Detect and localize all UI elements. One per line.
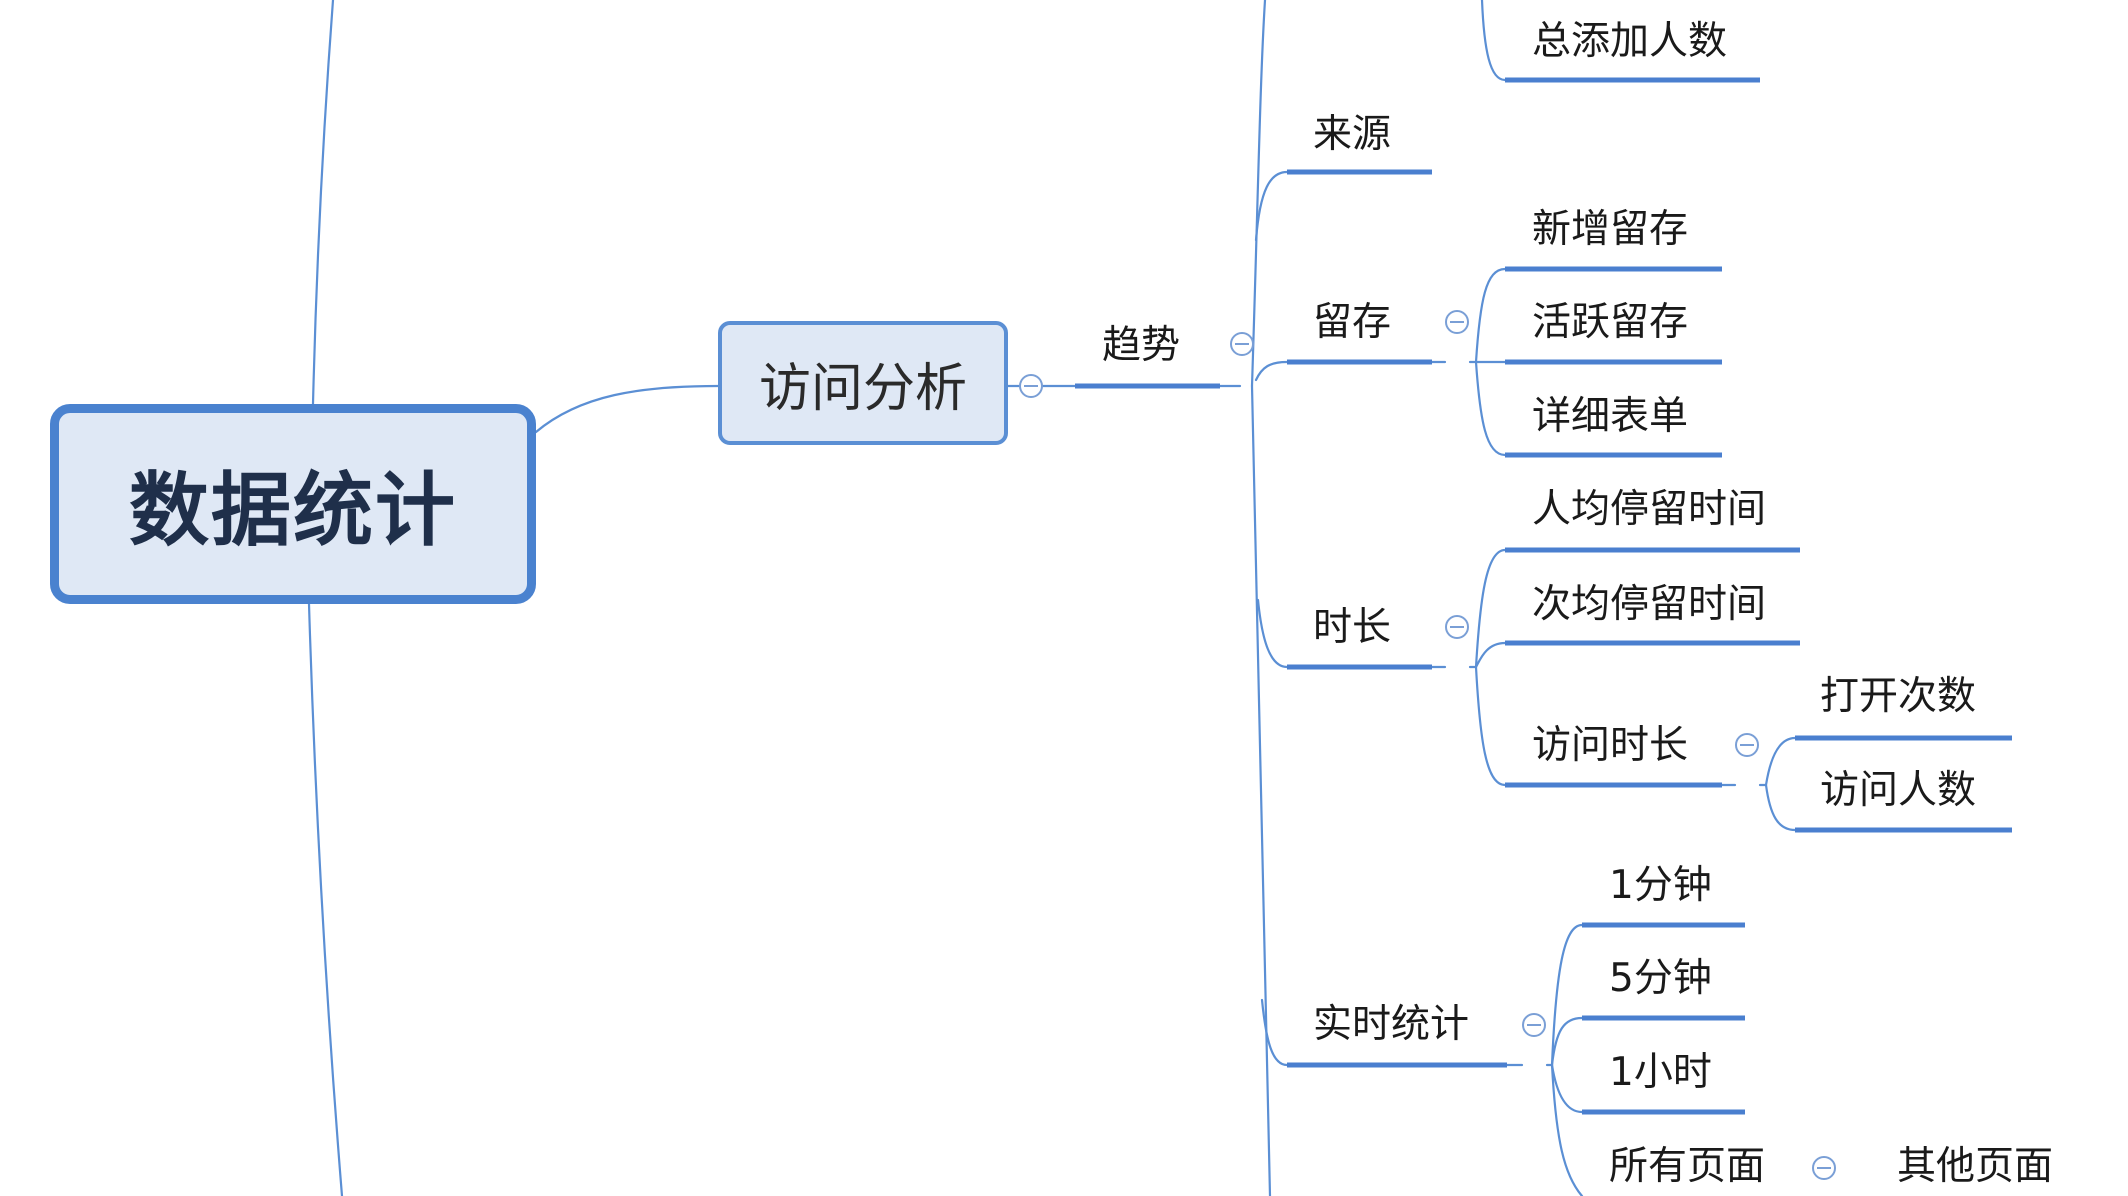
conn-realtime [1260, 998, 1289, 1067]
conn-retention [1254, 360, 1289, 382]
conn-realtime-5min [1550, 1016, 1584, 1067]
node-realtime-5min[interactable]: 5分钟 [1609, 956, 1712, 1001]
root-topic[interactable]: 数据统计 [50, 404, 536, 604]
node-realtime-1hour[interactable]: 1小时 [1609, 1050, 1712, 1095]
collapse-toggle-trend[interactable] [1230, 332, 1254, 356]
node-source[interactable]: 来源 [1313, 112, 1392, 157]
conn-retention-detail [1474, 360, 1507, 457]
node-visit-people[interactable]: 访问人数 [1820, 768, 1977, 813]
node-avg-stay-per-visit[interactable]: 次均停留时间 [1532, 582, 1767, 627]
conn-duration-avg-visit [1474, 641, 1507, 669]
collapse-toggle-main[interactable] [1019, 374, 1043, 398]
branch-trend[interactable]: 趋势 [1102, 323, 1181, 368]
conn-realtime-1min [1550, 923, 1584, 1067]
conn-retention-new [1474, 267, 1507, 364]
conn-realtime-1hour [1550, 1063, 1584, 1114]
conn-duration-visit [1474, 665, 1507, 787]
conn-duration [1256, 598, 1289, 669]
main-topic-visit-analysis[interactable]: 访问分析 [718, 321, 1008, 445]
conn-realtime-allpages [1550, 1063, 1584, 1196]
root-topic-label: 数据统计 [129, 464, 457, 557]
conn-total-added [1480, 0, 1507, 82]
conn-visit-people [1764, 783, 1797, 832]
root-spine-down [307, 602, 344, 1196]
collapse-toggle-all-pages[interactable] [1812, 1156, 1836, 1180]
collapse-toggle-visit-duration[interactable] [1735, 733, 1759, 757]
node-realtime-1min[interactable]: 1分钟 [1609, 863, 1712, 908]
trend-spine-lower [1250, 384, 1272, 1196]
node-retention-new[interactable]: 新增留存 [1532, 207, 1689, 252]
node-open-count[interactable]: 打开次数 [1820, 674, 1977, 719]
node-duration[interactable]: 时长 [1313, 605, 1392, 650]
node-visit-duration[interactable]: 访问时长 [1532, 723, 1689, 768]
collapse-toggle-retention[interactable] [1445, 310, 1469, 334]
trend-spine [1250, 0, 1267, 388]
node-retention-active[interactable]: 活跃留存 [1532, 300, 1689, 345]
conn-duration-avg-person [1474, 548, 1507, 669]
node-total-added[interactable]: 总添加人数 [1532, 19, 1728, 64]
root-spine-up [311, 0, 335, 406]
conn-open-count [1764, 736, 1797, 787]
root-to-main-connector [534, 384, 720, 434]
collapse-toggle-realtime[interactable] [1522, 1013, 1546, 1037]
node-other-pages[interactable]: 其他页面 [1897, 1144, 2054, 1189]
conn-source [1254, 170, 1289, 242]
node-retention-detail[interactable]: 详细表单 [1532, 394, 1689, 439]
node-avg-stay-per-person[interactable]: 人均停留时间 [1532, 487, 1767, 532]
node-realtime[interactable]: 实时统计 [1313, 1002, 1470, 1047]
main-topic-label: 访问分析 [758, 358, 967, 419]
node-realtime-all-pages[interactable]: 所有页面 [1609, 1144, 1766, 1189]
collapse-toggle-duration[interactable] [1445, 615, 1469, 639]
node-retention[interactable]: 留存 [1313, 300, 1392, 345]
